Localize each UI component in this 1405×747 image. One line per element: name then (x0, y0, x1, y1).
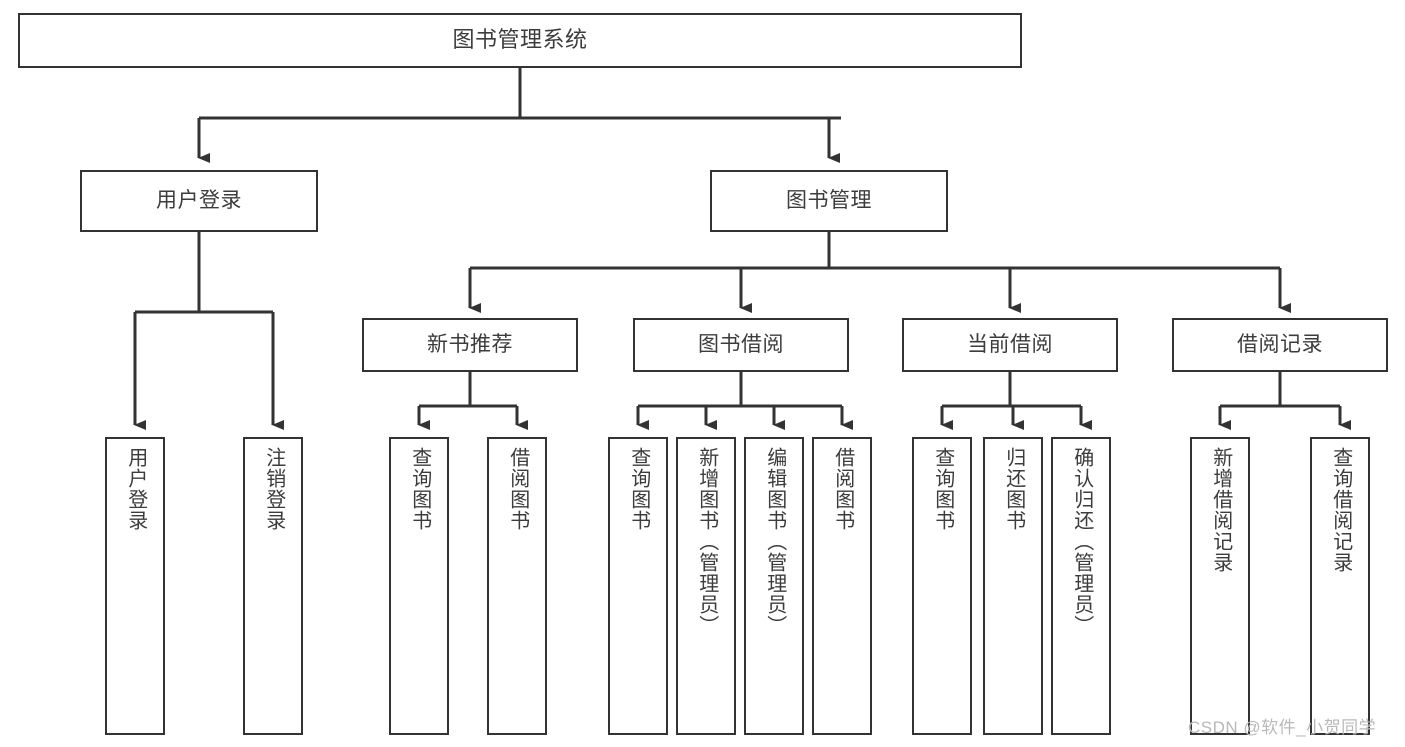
node-root[interactable]: 图书管理系统 (18, 13, 1022, 68)
leaf-confirm-return-admin[interactable]: 确认归还（管理员） (1051, 437, 1111, 735)
leaf-borrow-book[interactable]: 借阅图书 (812, 437, 872, 735)
leaf-add-borrow-record[interactable]: 新增借阅记录 (1190, 437, 1250, 735)
node-book-borrow[interactable]: 图书借阅 (633, 318, 849, 372)
leaf-user-login[interactable]: 用户登录 (105, 437, 165, 735)
leaf-logout[interactable]: 注销登录 (243, 437, 303, 735)
node-book-management[interactable]: 图书管理 (710, 170, 948, 232)
leaf-edit-book-admin[interactable]: 编辑图书（管理员） (744, 437, 804, 735)
leaf-query-book-current[interactable]: 查询图书 (912, 437, 972, 735)
node-user-login[interactable]: 用户登录 (80, 170, 318, 232)
node-new-book-recommend[interactable]: 新书推荐 (362, 318, 578, 372)
node-borrow-record[interactable]: 借阅记录 (1172, 318, 1388, 372)
leaf-return-book[interactable]: 归还图书 (983, 437, 1043, 735)
leaf-add-book-admin[interactable]: 新增图书（管理员） (676, 437, 736, 735)
leaf-query-borrow-record[interactable]: 查询借阅记录 (1310, 437, 1370, 735)
leaf-query-book-borrow[interactable]: 查询图书 (608, 437, 668, 735)
csdn-watermark: CSDN @软件_小贺同学 (1188, 718, 1377, 737)
leaf-borrow-book-new[interactable]: 借阅图书 (487, 437, 547, 735)
leaf-query-book-new[interactable]: 查询图书 (389, 437, 449, 735)
node-current-borrow[interactable]: 当前借阅 (902, 318, 1118, 372)
